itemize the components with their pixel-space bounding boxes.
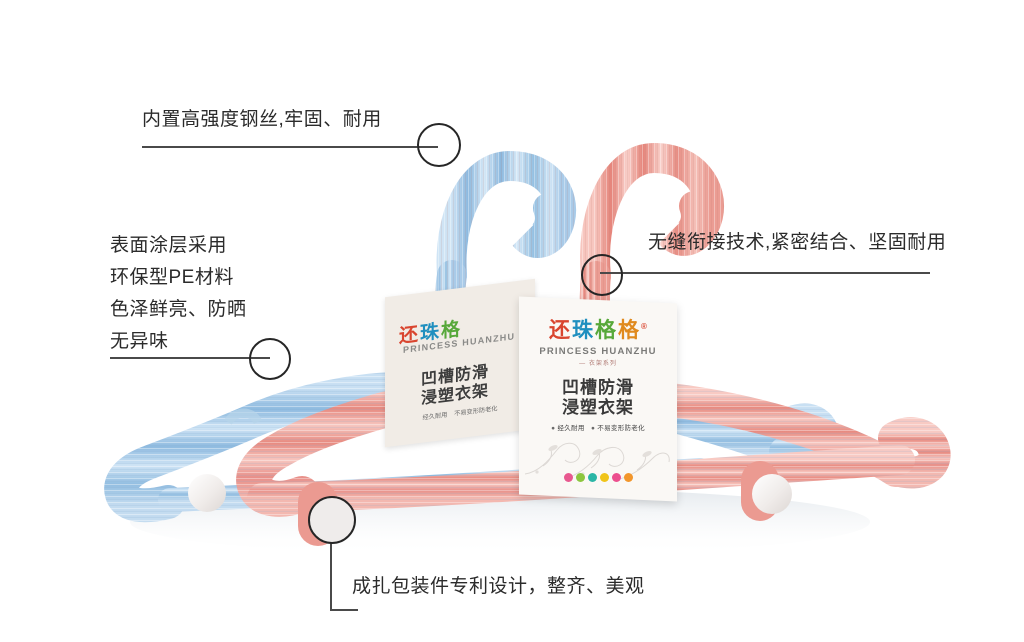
- annotation-top-circle-marker: [417, 123, 461, 167]
- brand-logo-front: 还珠格格®: [519, 319, 677, 342]
- feature-color-dots: [519, 473, 677, 482]
- product-bullets-front: ● 经久耐用 ● 不易变形防老化: [551, 425, 645, 432]
- product-title-back: 凹槽防滑 浸塑衣架: [421, 363, 490, 408]
- color-dot-6: [623, 473, 633, 482]
- product-bullets-back: 经久耐用 不易变形防老化: [422, 405, 498, 422]
- annotation-top-text: 内置高强度钢丝,牢固、耐用: [142, 109, 382, 130]
- annotation-left-line-2: 环保型PE材料: [110, 267, 234, 288]
- annotation-bottom-leader-line-vertical: [330, 518, 332, 610]
- annotation-top-leader-line: [142, 146, 438, 148]
- end-cap-pink-right: [752, 474, 792, 514]
- color-dot-2: [575, 473, 585, 482]
- annotation-left-line-1: 表面涂层采用: [110, 235, 228, 256]
- annotation-bottom-leader-line-horizontal: [330, 609, 358, 611]
- annotation-left-line-4: 无异味: [110, 331, 169, 352]
- brand-char-4: 格: [618, 319, 642, 342]
- brand-en-front: PRINCESS HUANZHU: [539, 346, 657, 357]
- brand-char-2: 珠: [572, 319, 596, 342]
- color-dot-3: [587, 473, 597, 482]
- color-dot-1: [563, 473, 573, 482]
- annotation-left-circle-marker: [249, 338, 291, 380]
- annotation-right-text: 无缝衔接技术,紧密结合、坚固耐用: [648, 232, 947, 253]
- annotation-left-text: 表面涂层采用 环保型PE材料 色泽鲜亮、防晒 无异味: [110, 230, 340, 358]
- annotation-right-circle-marker: [581, 254, 623, 296]
- annotation-bottom-circle-marker: [308, 496, 356, 544]
- registered-mark-icon: ®: [641, 322, 647, 331]
- product-label-back: 还珠格 PRINCESS HUANZHU 凹槽防滑 浸塑衣架 经久耐用 不易变形…: [385, 278, 535, 448]
- annotation-left-leader-line: [110, 357, 270, 359]
- product-title-front: 凹槽防滑 浸塑衣架: [562, 378, 634, 417]
- end-cap-blue: [188, 474, 226, 512]
- color-dot-5: [611, 473, 621, 482]
- annotation-left-line-3: 色泽鲜亮、防晒: [110, 299, 247, 320]
- brand-subline: — 衣架系列: [579, 361, 617, 367]
- brand-char-3: 格: [595, 319, 619, 342]
- product-label-front: 还珠格格® PRINCESS HUANZHU — 衣架系列 凹槽防滑 浸塑衣架 …: [519, 296, 677, 502]
- brand-char-1: 还: [549, 319, 573, 342]
- color-dot-4: [599, 473, 609, 482]
- annotation-bottom-text: 成扎包装件专利设计，整齐、美观: [352, 576, 645, 597]
- annotation-right-leader-line: [600, 272, 930, 274]
